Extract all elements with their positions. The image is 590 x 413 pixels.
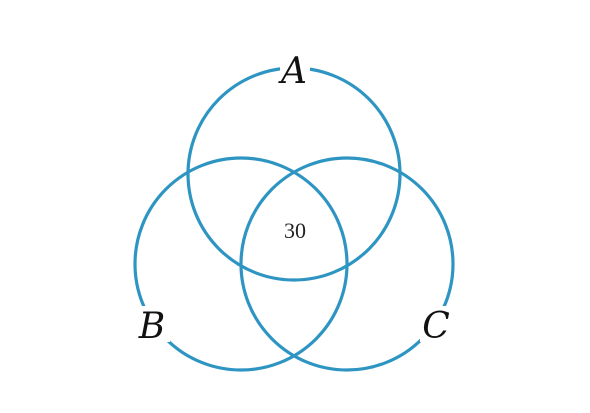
label-b: B xyxy=(138,306,165,347)
label-a-background xyxy=(280,52,310,86)
circle-c xyxy=(239,156,455,372)
region-abc-value: 30 xyxy=(284,218,306,243)
label-c-background xyxy=(420,306,454,342)
label-b-background xyxy=(136,306,170,342)
label-a: A xyxy=(278,51,307,92)
label-c: C xyxy=(422,306,450,347)
circle-b xyxy=(133,156,349,372)
